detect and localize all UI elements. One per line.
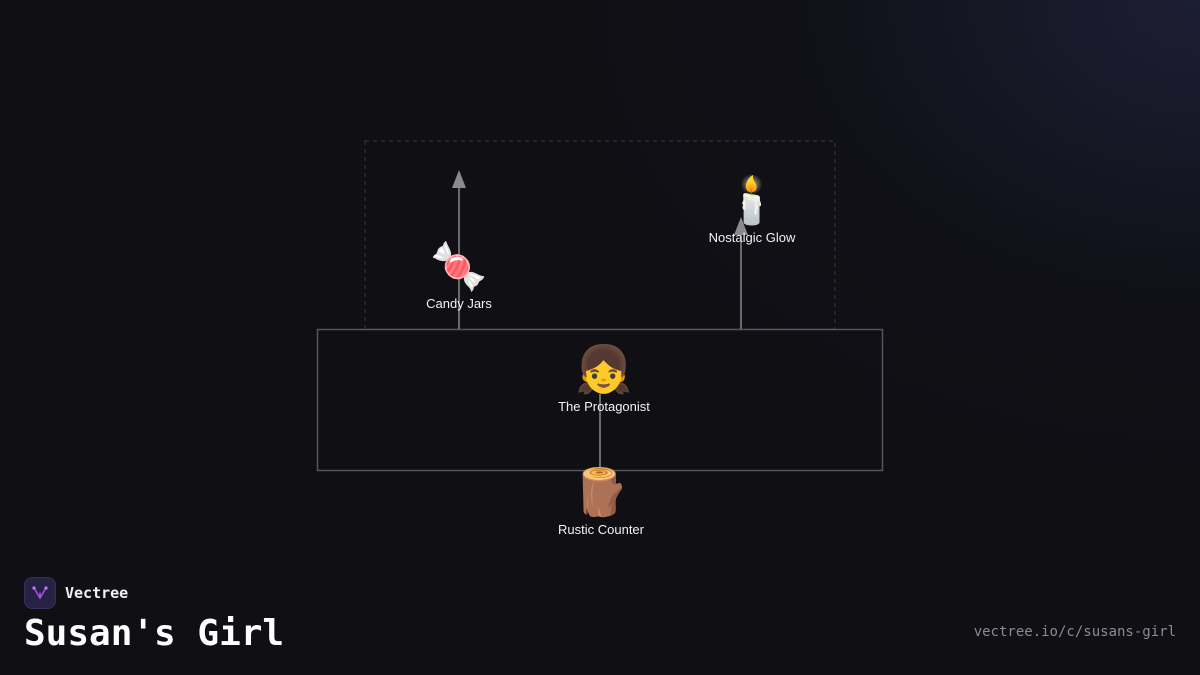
upper-group-box bbox=[364, 140, 836, 330]
node-label-candy-jars: Candy Jars bbox=[426, 296, 492, 311]
wood-log-icon: 🪵 bbox=[572, 465, 630, 519]
protagonist-group-box bbox=[316, 328, 884, 472]
brand[interactable]: Vectree bbox=[24, 577, 128, 609]
node-rustic-counter[interactable]: 🪵 Rustic Counter bbox=[558, 466, 644, 538]
node-candy-jars[interactable]: 🍬 Candy Jars bbox=[426, 240, 492, 312]
page-title: Susan's Girl bbox=[24, 613, 285, 654]
node-protagonist[interactable]: 👧 The Protagonist bbox=[558, 343, 650, 415]
candy-icon: 🍬 bbox=[430, 239, 488, 293]
vectree-logo-icon bbox=[24, 577, 56, 609]
candle-icon: 🕯️ bbox=[723, 173, 781, 227]
node-label-nostalgic-glow: Nostalgic Glow bbox=[708, 230, 796, 245]
girl-icon: 👧 bbox=[575, 342, 633, 396]
share-url[interactable]: vectree.io/c/susans-girl bbox=[973, 624, 1176, 640]
node-label-rustic-counter: Rustic Counter bbox=[558, 522, 644, 537]
brand-name: Vectree bbox=[65, 584, 129, 602]
node-label-protagonist: The Protagonist bbox=[558, 399, 650, 414]
node-nostalgic-glow[interactable]: 🕯️ Nostalgic Glow bbox=[709, 174, 796, 246]
arrowhead-candy-jars bbox=[452, 170, 466, 188]
arrowhead-nostalgic-glow bbox=[734, 217, 748, 235]
